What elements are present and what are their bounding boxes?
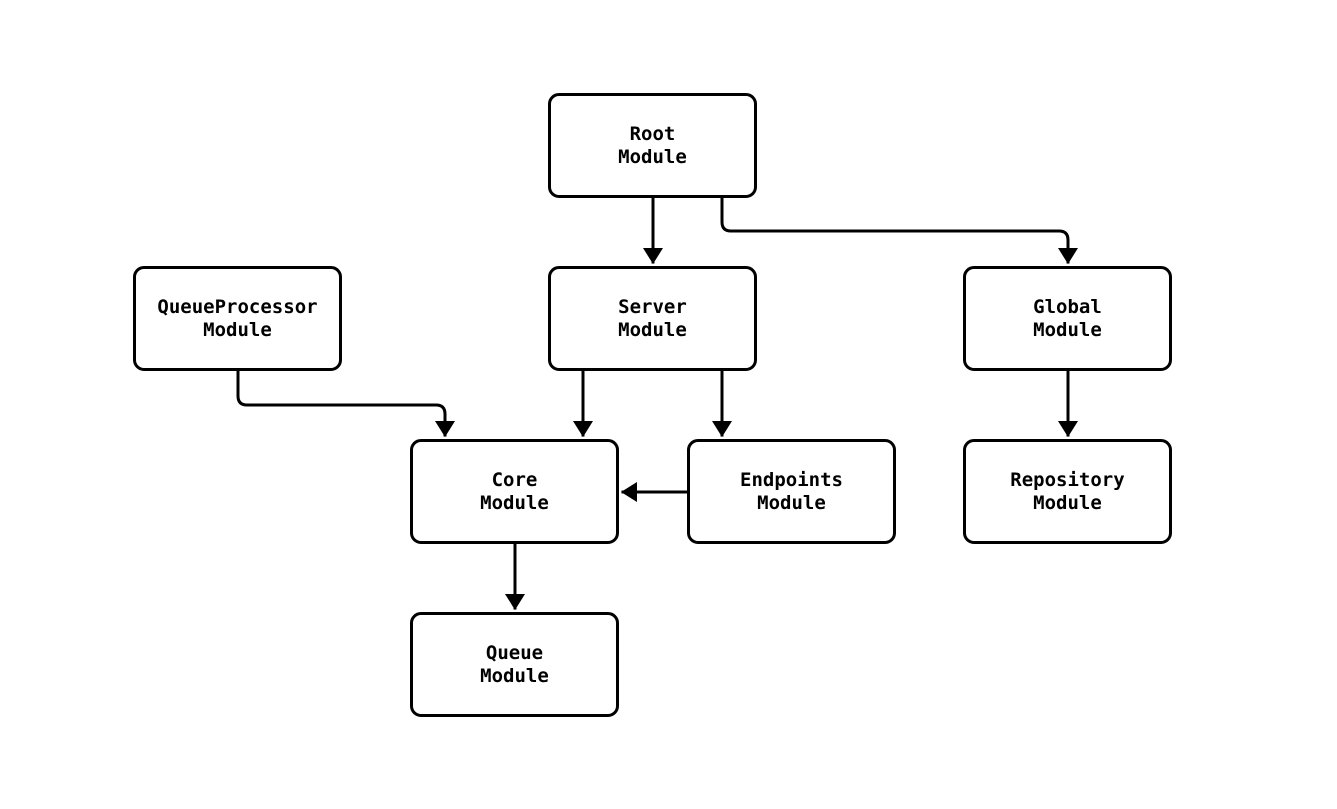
edge-queueprocessor-to-core	[236, 369, 455, 437]
node-root-module: Root Module	[548, 93, 757, 198]
node-queueprocessor-module: QueueProcessor Module	[133, 266, 342, 371]
node-core-module-label: Core Module	[480, 468, 549, 514]
node-repository-module: Repository Module	[963, 439, 1172, 544]
node-core-module: Core Module	[410, 439, 619, 544]
node-endpoints-module: Endpoints Module	[687, 439, 896, 544]
edge-root-to-global	[720, 196, 1078, 264]
node-queueprocessor-module-label: QueueProcessor Module	[157, 295, 318, 341]
node-repository-module-label: Repository Module	[1010, 468, 1125, 514]
node-server-module: Server Module	[548, 266, 757, 371]
node-queue-module: Queue Module	[410, 612, 619, 717]
node-root-module-label: Root Module	[618, 122, 687, 168]
node-global-module-label: Global Module	[1033, 295, 1102, 341]
node-endpoints-module-label: Endpoints Module	[740, 468, 843, 514]
node-queue-module-label: Queue Module	[480, 641, 549, 687]
node-server-module-label: Server Module	[618, 295, 687, 341]
node-global-module: Global Module	[963, 266, 1172, 371]
